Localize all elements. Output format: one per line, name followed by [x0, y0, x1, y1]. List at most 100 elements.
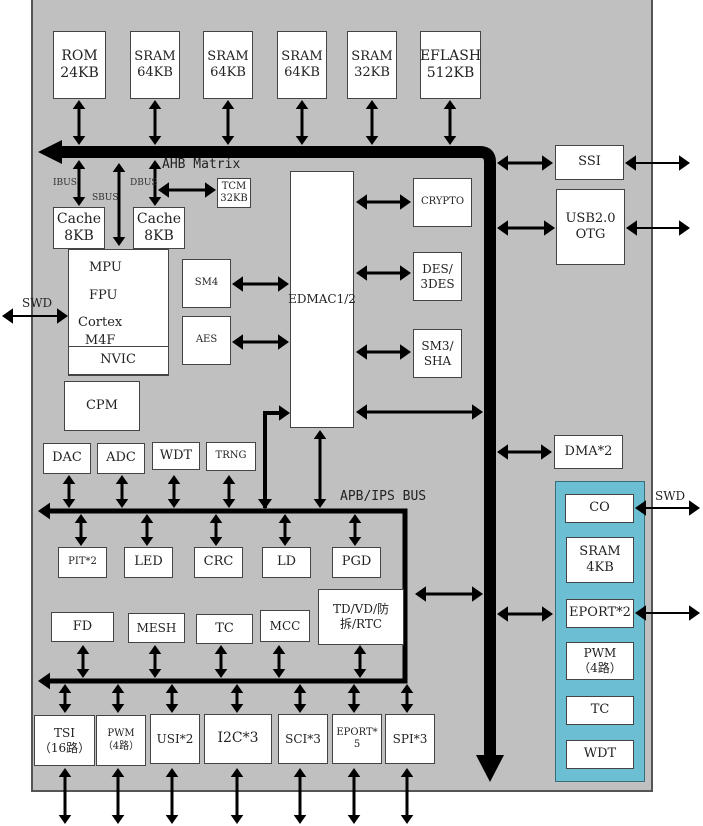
arrow-head-down: [295, 136, 309, 145]
arrow-head-down: [74, 537, 88, 546]
arrow-head-down: [221, 136, 235, 145]
arrow-head-up: [443, 100, 457, 109]
arrow-head-right: [689, 605, 700, 621]
apb-bus-label: APB/IPS BUS: [340, 489, 427, 504]
arrow-head-right: [689, 500, 700, 516]
arrow-head-down: [115, 499, 129, 508]
arrow-head-right: [400, 194, 411, 210]
arrow-head-up: [295, 100, 309, 109]
arrow-head-down: [140, 537, 154, 546]
pwm-block: PWM （4路）: [96, 715, 146, 766]
ssi-block: SSI: [555, 145, 624, 180]
arrow-head-down: [258, 499, 272, 509]
arrow-head-right: [472, 404, 483, 420]
arrow-head-up: [214, 645, 228, 654]
arrow-head-down: [72, 136, 86, 145]
arrow-head-up: [148, 645, 162, 654]
arrow-head-down: [148, 669, 162, 678]
aes-block: AES: [182, 316, 231, 365]
ahb-main-bus: [52, 146, 496, 760]
led-block: LED: [124, 547, 173, 578]
arrow-head-left: [635, 605, 646, 621]
nvic-block: NVIC: [67, 346, 169, 375]
sbus-label: SBUS: [92, 193, 119, 203]
aon-sram-block: SRAM 4KB: [566, 537, 634, 583]
arrow-head-left: [626, 220, 637, 236]
arrow-head-up: [400, 768, 414, 777]
arrow-head-left: [625, 155, 636, 171]
arrow-head-left: [635, 500, 646, 516]
arrow-head-right: [679, 155, 690, 171]
ahb-matrix-label: AHB Matrix: [162, 157, 241, 172]
apb-bus-arrow-left: [38, 672, 50, 690]
arrow-head-down: [272, 669, 286, 678]
arrow-head-up: [148, 100, 162, 109]
tc-block: TC: [196, 614, 253, 644]
crc-block: CRC: [194, 547, 243, 578]
mcc-block: MCC: [260, 610, 310, 642]
trng-block: TRNG: [206, 442, 256, 471]
arrow-head-down: [353, 669, 367, 678]
spi-block: SPI*3: [385, 714, 435, 764]
arrow-head-up: [348, 514, 362, 523]
arrow-head-down: [313, 499, 327, 508]
arrow-head-up: [74, 514, 88, 523]
arrow-head-down: [400, 815, 414, 824]
sm3-block: SM3/ SHA: [413, 329, 462, 378]
aon-wdt-block: WDT: [566, 740, 634, 769]
apb-bus: [48, 508, 408, 684]
arrow-head-down: [112, 237, 126, 246]
arrow-head-up: [221, 100, 235, 109]
arrow-head-up: [272, 645, 286, 654]
cpm-block: CPM: [64, 381, 140, 431]
arrow-head-down: [347, 704, 361, 713]
aon-swd-label: SWD: [655, 489, 686, 503]
tcm-block: TCM 32KB: [217, 178, 251, 208]
rom-block: ROM 24KB: [53, 31, 106, 99]
arrow-head-right: [679, 220, 690, 236]
arrow-head-left: [356, 265, 367, 281]
arrow-head-left: [158, 182, 169, 198]
ld-block: LD: [262, 547, 311, 578]
arrow-head-down: [347, 815, 361, 824]
arrow-head-down: [165, 704, 179, 713]
aon-eport-block: EPORT*2: [566, 599, 634, 628]
dac-block: DAC: [43, 443, 91, 474]
arrow-head-down: [230, 704, 244, 713]
arrow-head-up: [167, 475, 181, 484]
always-on-domain: [555, 481, 645, 782]
arrow-head-left: [497, 444, 508, 460]
aon-pwm-block: PWM （4路）: [566, 642, 634, 680]
ahb-bus-arrow-left: [38, 140, 62, 164]
arrow-head-up: [165, 684, 179, 693]
arrow-head-right: [205, 182, 216, 198]
arrow-head-right: [472, 586, 483, 602]
arrow-head-up: [58, 768, 72, 777]
arrow-head-down: [209, 537, 223, 546]
i2c-block: I2C*3: [204, 714, 272, 764]
arrow-head-down: [230, 815, 244, 824]
mpu-label: MPU: [89, 260, 122, 275]
swd-label: SWD: [22, 296, 53, 310]
icache-block: Cache 8KB: [53, 207, 105, 249]
arrow-head-down: [400, 704, 414, 713]
arrow-head-left: [497, 220, 508, 236]
usi-block: USI*2: [150, 714, 200, 764]
arrow-head-left: [356, 404, 367, 420]
arrow-head-down: [72, 197, 86, 206]
adc-block: ADC: [97, 443, 145, 474]
arrow-head-up: [209, 514, 223, 523]
arrow-head-down: [62, 499, 76, 508]
arrow-head-left: [497, 606, 508, 622]
arrow-head-up: [72, 160, 86, 169]
tsi-block: TSI （16路）: [34, 715, 95, 766]
arrow-head-down: [222, 499, 236, 508]
arrow-head-down: [58, 815, 72, 824]
arrow-head-down: [111, 704, 125, 713]
sram-block: SRAM 64KB: [203, 31, 253, 99]
pit-block: PIT*2: [58, 547, 107, 578]
wdt-block: WDT: [152, 442, 200, 470]
edmac-block: EDMAC1/2: [288, 171, 356, 428]
arrow-head-left: [232, 276, 243, 292]
arrow-head-right: [57, 308, 68, 324]
